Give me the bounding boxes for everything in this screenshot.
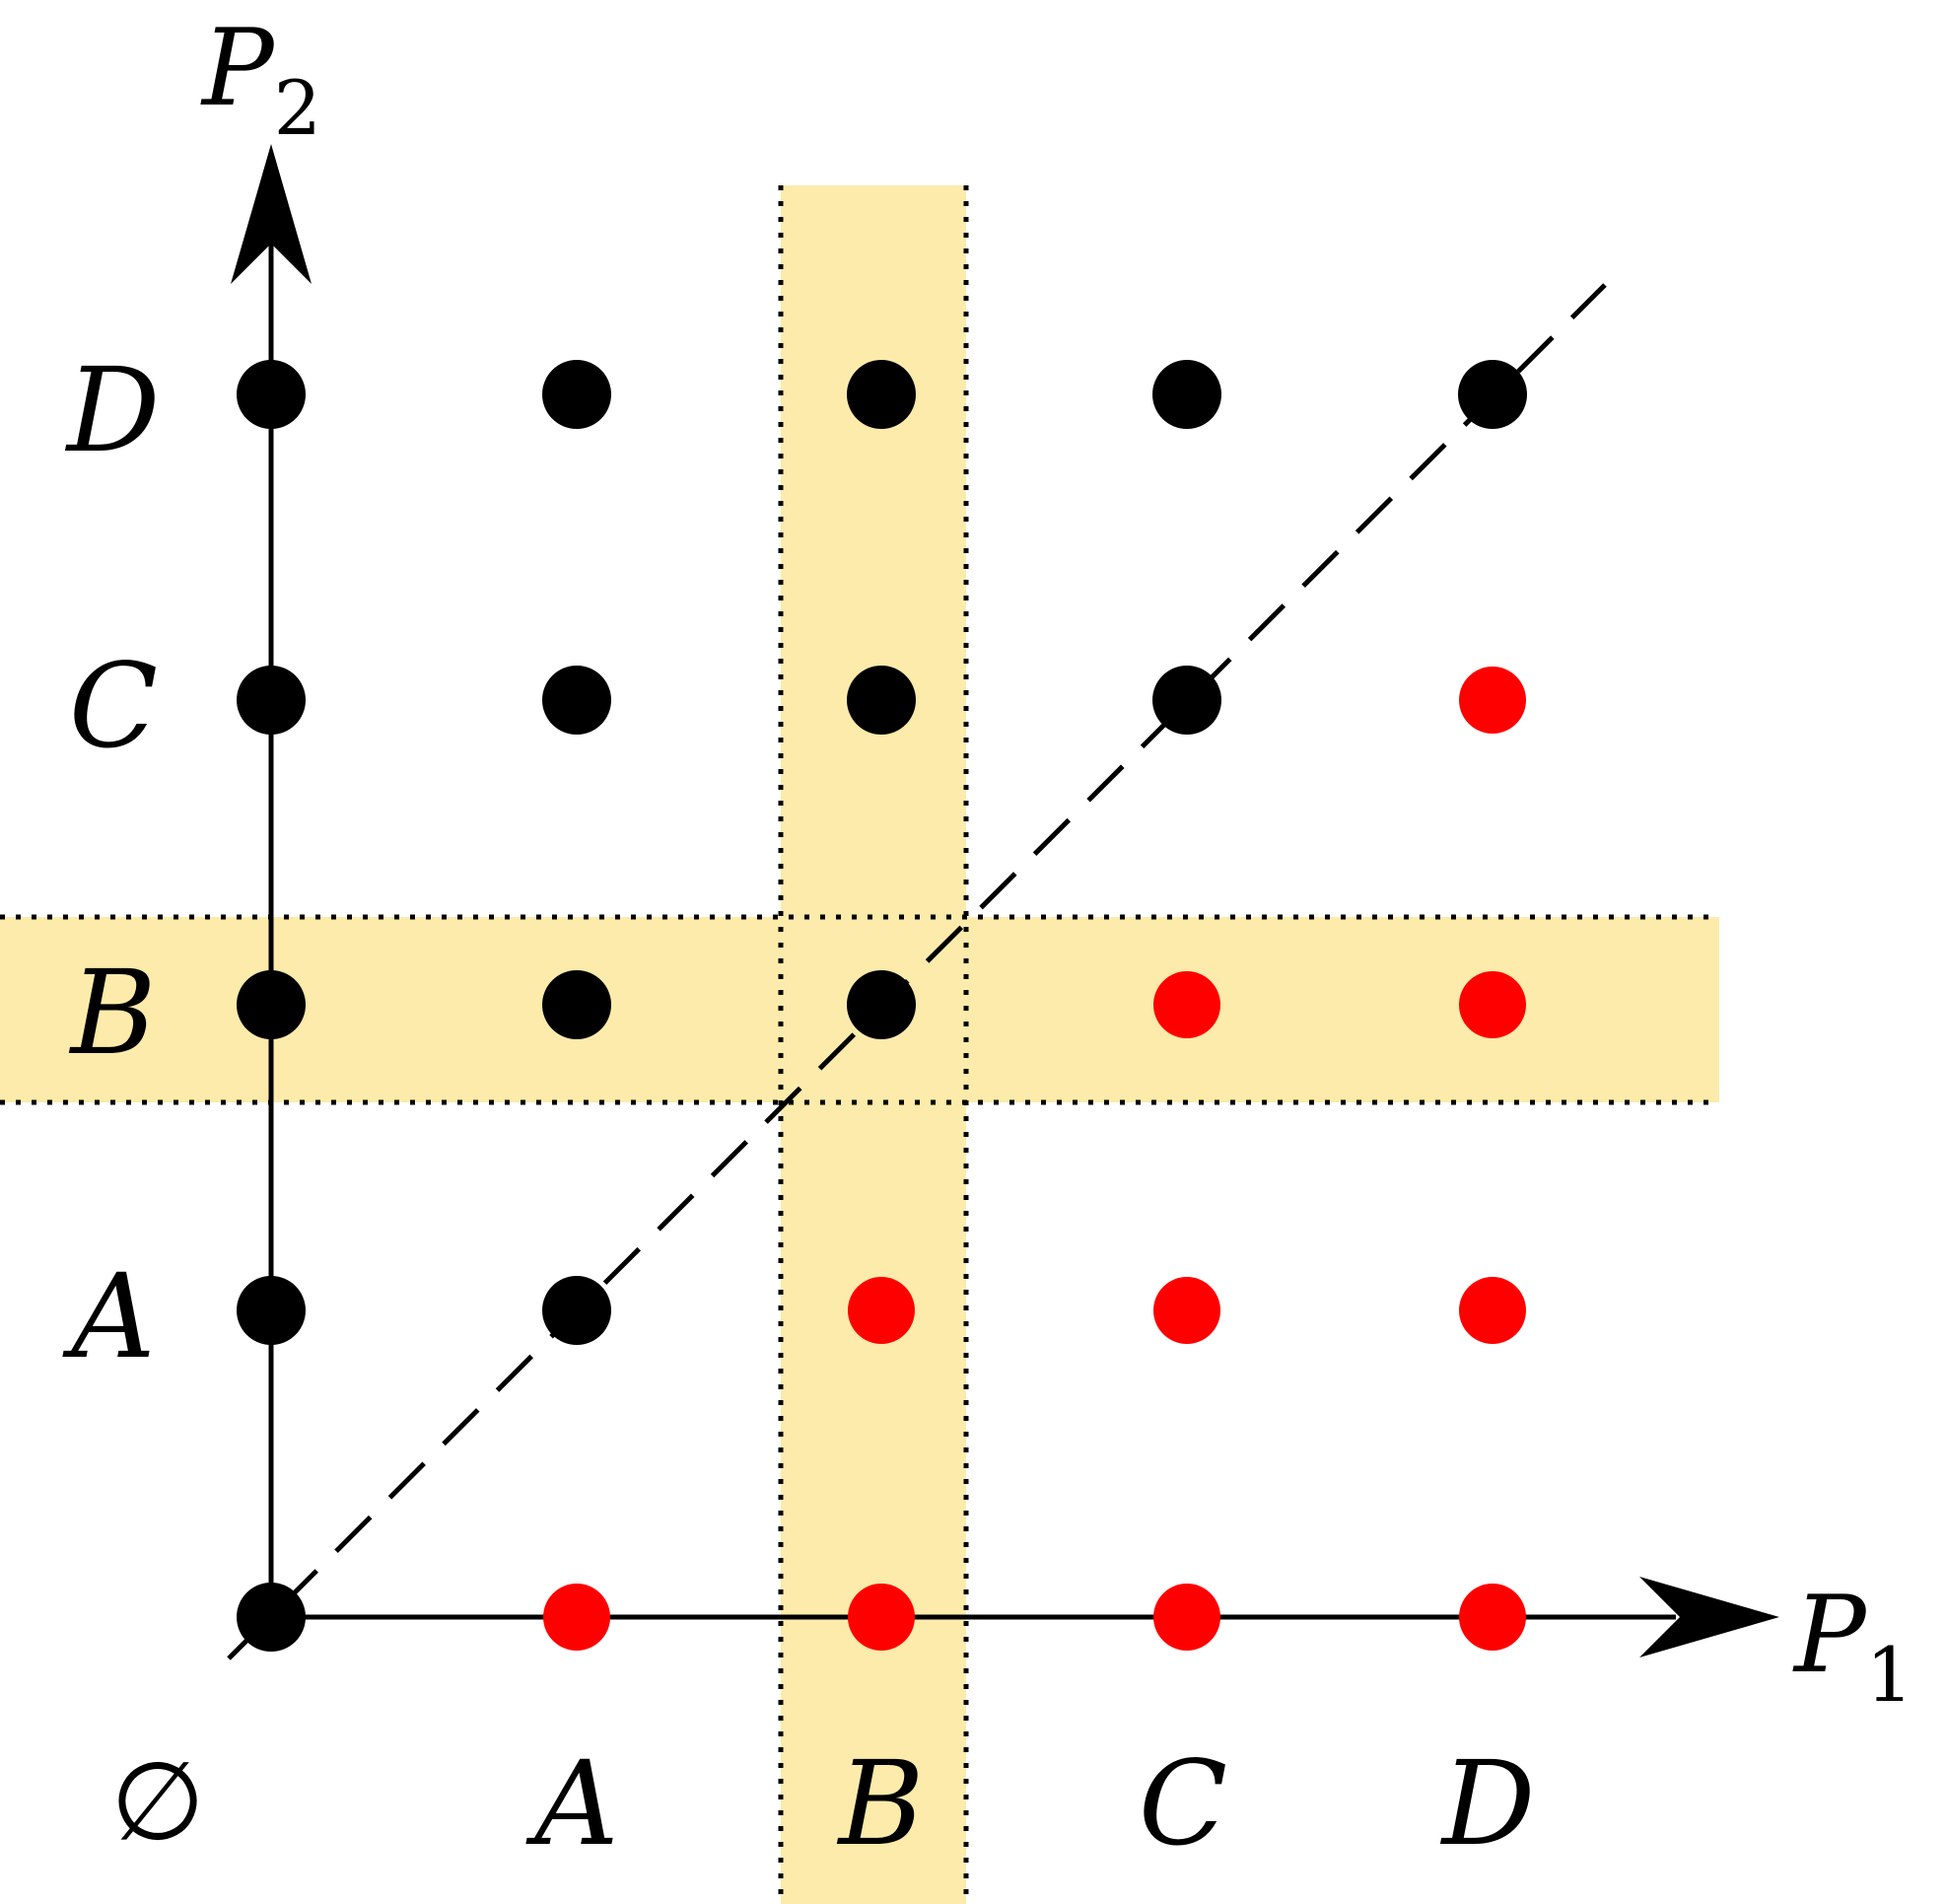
grid-points [237, 360, 1527, 1652]
grid-point-a-b-black [542, 970, 611, 1039]
grid-point-a-d-black [542, 360, 611, 429]
diagonal-dashed-line [227, 283, 1607, 1660]
p2-axis-subscript: 2 [274, 64, 321, 152]
p1-axis-title: P1 [1792, 1574, 1913, 1719]
grid-point-b-b-black [847, 970, 916, 1039]
grid-point-b-d-black [847, 360, 916, 429]
grid-point-empty-empty-black [237, 1583, 306, 1652]
p2-axis-arrowhead [231, 144, 312, 284]
grid-point-empty-a-black [237, 1276, 306, 1345]
x-tick-label-a: A [525, 1735, 618, 1871]
grid-point-d-d-black [1458, 360, 1527, 429]
grid-point-d-b-red [1459, 971, 1526, 1038]
x-tick-label-c: C [1139, 1735, 1227, 1871]
grid-point-b-empty-red [848, 1584, 915, 1651]
grid-point-a-c-black [542, 666, 611, 735]
p2-axis-letter: P [200, 7, 276, 130]
x-tick-label-d: D [1440, 1735, 1536, 1871]
grid-point-d-empty-red [1459, 1584, 1526, 1651]
y-tick-label-a: A [62, 1248, 155, 1384]
p1-axis-letter: P [1792, 1574, 1868, 1697]
p1-axis-arrowhead [1639, 1577, 1779, 1657]
p1-axis-subscript: 1 [1866, 1631, 1913, 1719]
origin-label: ∅ [110, 1738, 205, 1865]
p2-axis-title: P2 [200, 7, 321, 152]
grid-point-b-a-red [848, 1277, 915, 1344]
x-tick-label-b: B [837, 1735, 925, 1871]
grid-point-d-a-red [1459, 1277, 1526, 1344]
y-tick-label-c: C [69, 638, 158, 774]
grid-point-empty-d-black [237, 360, 306, 429]
grid-point-c-empty-red [1153, 1584, 1220, 1651]
grid-point-c-c-black [1152, 666, 1221, 735]
y-tick-label-b: B [69, 945, 157, 1081]
grid-point-d-c-red [1459, 667, 1526, 734]
grid-point-c-d-black [1152, 360, 1221, 429]
grid-point-a-a-black [542, 1276, 611, 1345]
y-tick-label-d: D [65, 342, 161, 478]
grid-point-c-b-red [1153, 971, 1220, 1038]
grid-point-empty-c-black [237, 666, 306, 735]
grid-point-a-empty-red [543, 1584, 610, 1651]
grid-point-b-c-black [847, 666, 916, 735]
grid-point-empty-b-black [237, 970, 306, 1039]
grid-point-c-a-red [1153, 1277, 1220, 1344]
